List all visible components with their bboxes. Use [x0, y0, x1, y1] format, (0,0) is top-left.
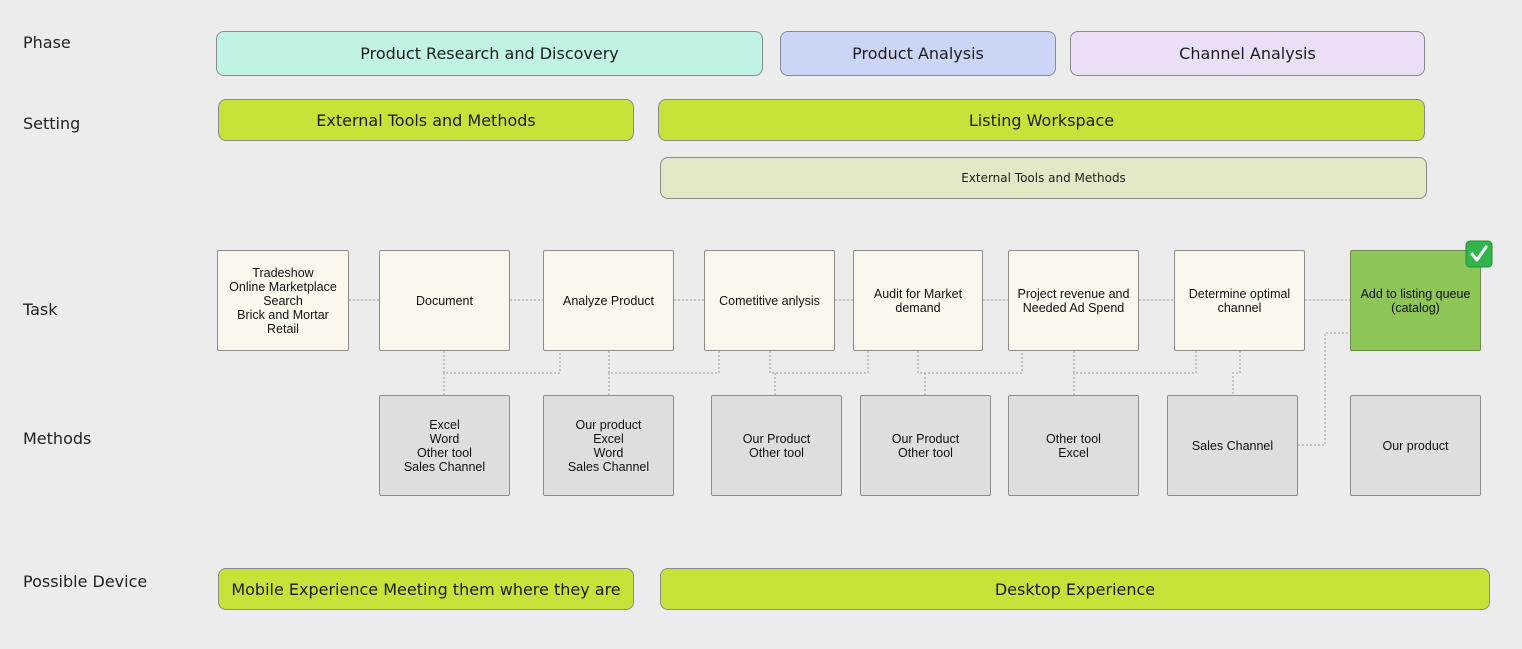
task-analyze-product-label: Analyze Product [562, 293, 655, 308]
method-document-tools-label: Excel Word Other tool Sales Channel [403, 417, 486, 474]
task-project-revenue-label: Project revenue and Needed Ad Spend [1017, 286, 1130, 315]
method-projection-tools[interactable]: Other tool Excel [1008, 395, 1139, 496]
method-sales-channel-label: Sales Channel [1191, 438, 1274, 453]
row-label-setting: Setting [23, 114, 81, 133]
task-analyze-product[interactable]: Analyze Product [543, 250, 674, 351]
method-our-product-label: Our product [1382, 438, 1449, 453]
device-mobile-experience[interactable]: Mobile Experience Meeting them where the… [218, 568, 634, 610]
method-our-product[interactable]: Our product [1350, 395, 1481, 496]
task-document-label: Document [416, 293, 473, 308]
method-sales-channel[interactable]: Sales Channel [1167, 395, 1298, 496]
method-projection-tools-label: Other tool Excel [1046, 431, 1101, 460]
method-audit-tools[interactable]: Our Product Other tool [860, 395, 991, 496]
task-audit-market-demand-label: Audit for Market demand [873, 286, 963, 315]
method-analyze-tools-label: Our product Excel Word Sales Channel [567, 417, 650, 474]
method-analyze-tools[interactable]: Our product Excel Word Sales Channel [543, 395, 674, 496]
task-competitive-analysis-label: Cometitive anlysis [719, 293, 820, 308]
method-competitive-tools-label: Our Product Other tool [742, 431, 811, 460]
task-project-revenue[interactable]: Project revenue and Needed Ad Spend [1008, 250, 1139, 351]
task-add-to-listing-queue-label: Add to listing queue (catalog) [1360, 286, 1471, 315]
phase-channel-analysis[interactable]: Channel Analysis [1070, 31, 1425, 76]
setting-external-tools[interactable]: External Tools and Methods [218, 99, 634, 141]
setting-listing-workspace[interactable]: Listing Workspace [658, 99, 1425, 141]
task-determine-channel-label: Determine optimal channel [1188, 286, 1291, 315]
task-add-to-listing-queue[interactable]: Add to listing queue (catalog) [1350, 250, 1481, 351]
check-icon [1465, 240, 1493, 268]
task-sourcing-label: Tradeshow Online Marketplace Search Bric… [229, 265, 337, 336]
device-desktop-experience[interactable]: Desktop Experience [660, 568, 1490, 610]
task-audit-market-demand[interactable]: Audit for Market demand [853, 250, 983, 351]
method-document-tools[interactable]: Excel Word Other tool Sales Channel [379, 395, 510, 496]
task-sourcing[interactable]: Tradeshow Online Marketplace Search Bric… [217, 250, 349, 351]
task-document[interactable]: Document [379, 250, 510, 351]
row-label-task: Task [23, 300, 58, 319]
row-label-methods: Methods [23, 429, 92, 448]
task-competitive-analysis[interactable]: Cometitive anlysis [704, 250, 835, 351]
phase-product-analysis[interactable]: Product Analysis [780, 31, 1056, 76]
method-audit-tools-label: Our Product Other tool [891, 431, 960, 460]
setting-external-tools-secondary[interactable]: External Tools and Methods [660, 157, 1427, 199]
phase-product-research[interactable]: Product Research and Discovery [216, 31, 763, 76]
method-competitive-tools[interactable]: Our Product Other tool [711, 395, 842, 496]
task-determine-channel[interactable]: Determine optimal channel [1174, 250, 1305, 351]
row-label-phase: Phase [23, 33, 71, 52]
row-label-possible-device: Possible Device [23, 572, 148, 591]
